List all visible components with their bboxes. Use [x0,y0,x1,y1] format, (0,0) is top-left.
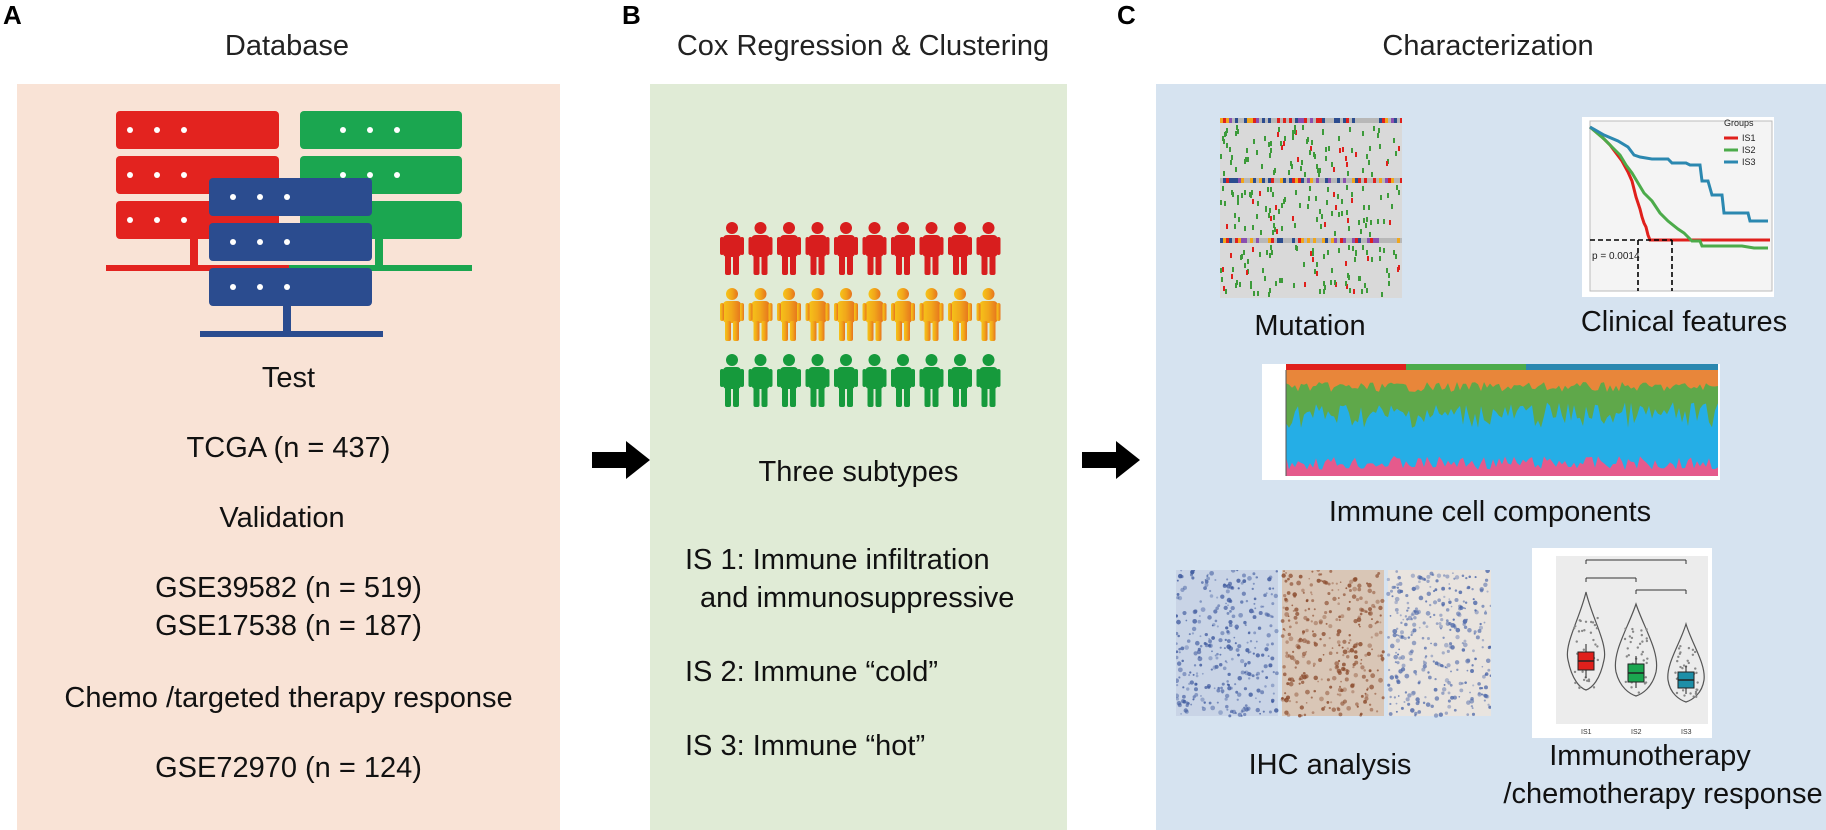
km-legend-is2: IS2 [1742,145,1756,155]
tcga-dataset: TCGA (n = 437) [186,432,391,464]
panel-b-box [650,84,1067,830]
database-servers-icon [106,111,472,337]
response-caption-line1: Immunotherapy [1549,740,1751,772]
ihc-stain-images [1176,570,1491,718]
chemo-response-label: Chemo /targeted therapy response [64,682,513,714]
clinical-features-caption: Clinical features [1580,306,1788,338]
is1-description-line1: IS 1: Immune infiltration [685,544,990,576]
patient-population-icon [720,222,1001,407]
gse17538-dataset: GSE17538 (n = 187) [155,610,422,642]
arrow-right-icon [1082,441,1140,479]
mutation-caption: Mutation [1254,310,1366,342]
mutation-oncoprint [1220,118,1402,298]
response-caption-line2: /chemotherapy response [1503,778,1823,810]
three-subtypes-label: Three subtypes [758,456,959,488]
km-pvalue: p = 0.0014 [1592,251,1640,262]
test-label: Test [261,362,316,394]
km-legend-title: Groups [1724,118,1754,128]
panel-c-title: Characterization [1382,30,1594,62]
validation-label: Validation [219,502,345,534]
panel-b-title: Cox Regression & Clustering [676,30,1050,62]
is3-description: IS 3: Immune “hot” [685,730,926,762]
km-legend-is3: IS3 [1742,157,1756,167]
immune-cell-caption: Immune cell components [1328,496,1652,528]
panel-letter-c: C [1117,0,1136,30]
panel-a-title: Database [224,30,350,62]
violin-xtick-is1: IS1 [1581,729,1592,736]
panel-letter-a: A [3,0,22,30]
gse72970-dataset: GSE72970 (n = 124) [155,752,422,784]
ihc-analysis-caption: IHC analysis [1248,749,1412,781]
violin-xtick-is2: IS2 [1631,729,1642,736]
violin-xtick-is3: IS3 [1681,729,1692,736]
is1-description-line2: and immunosuppressive [700,582,1015,614]
immunotherapy-violin-plot: IS1 IS2 IS3 [1532,548,1712,738]
survival-curve-plot: p = 0.0014 Groups IS1 IS2 IS3 [1582,117,1774,297]
km-legend-is1: IS1 [1742,133,1756,143]
panel-letter-b: B [622,0,641,30]
arrow-right-icon [592,441,650,479]
immune-cell-stacked-area [1262,364,1720,480]
is2-description: IS 2: Immune “cold” [685,656,939,688]
gse39582-dataset: GSE39582 (n = 519) [155,572,422,604]
